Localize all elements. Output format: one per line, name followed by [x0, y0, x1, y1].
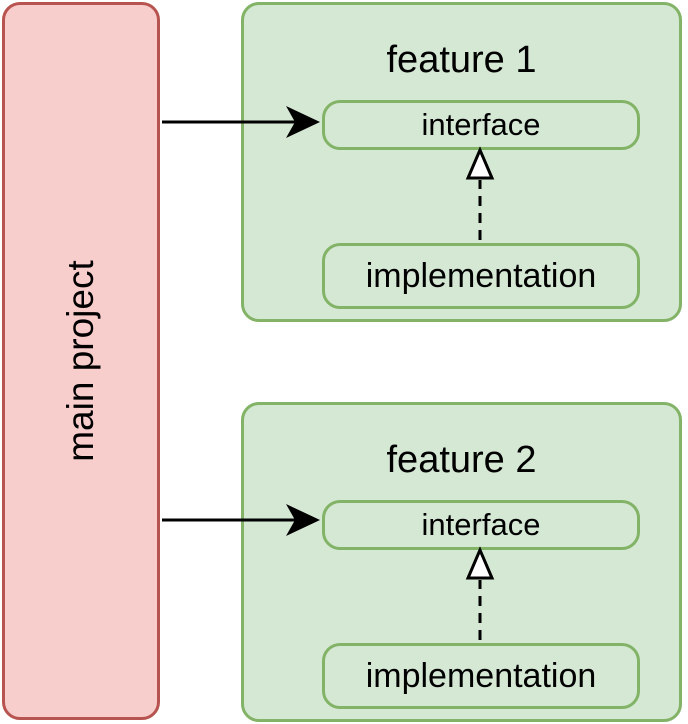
feature-1-container: feature 1 interface implementation [241, 2, 682, 322]
feature-1-implementation-node: implementation [322, 243, 640, 309]
feature-2-interface-node: interface [322, 500, 640, 550]
main-project-block [2, 2, 160, 720]
feature-2-implementation-node: implementation [322, 643, 640, 709]
feature-2-container: feature 2 interface implementation [241, 402, 682, 722]
main-project-label: main project [60, 260, 101, 462]
feature-1-interface-node: interface [322, 100, 640, 150]
feature-1-title: feature 1 [386, 39, 537, 81]
feature-2-title: feature 2 [386, 439, 537, 481]
